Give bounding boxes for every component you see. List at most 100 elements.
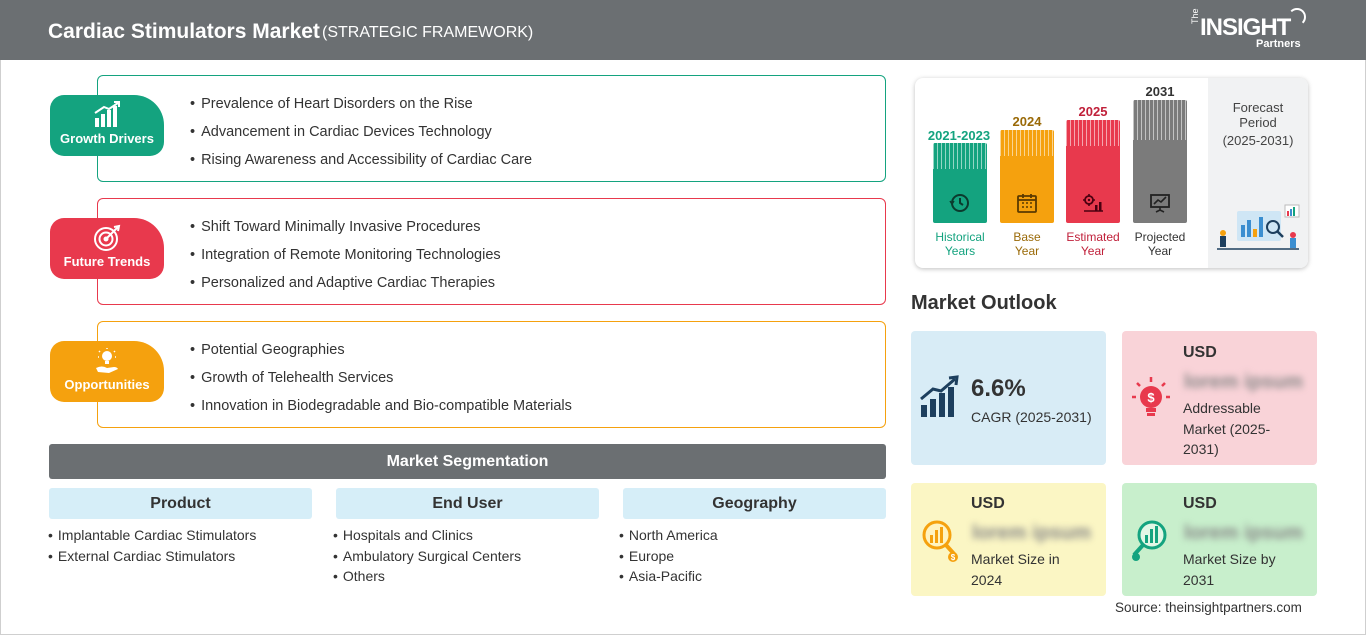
badge-label: Future Trends (63, 254, 151, 269)
historical-bar (933, 143, 987, 223)
svg-text:$: $ (1147, 390, 1155, 405)
forecast-title: Forecast Period (1232, 100, 1284, 130)
bar-caption-line: Historical (935, 230, 985, 244)
growth-drivers-badge: Growth Drivers (50, 95, 164, 156)
bar-stripes (1000, 130, 1054, 156)
segment-list: Implantable Cardiac Stimulators External… (48, 525, 312, 566)
addressable-value: lorem ipsum (1184, 371, 1303, 393)
segment-heading: Geography (623, 488, 886, 519)
badge-label: Growth Drivers (60, 131, 154, 146)
market-size-2024-card: $ USD lorem ipsum Market Size in 2024 (911, 483, 1106, 596)
base-bar (1000, 130, 1054, 223)
list-item: External Cardiac Stimulators (48, 546, 312, 567)
svg-text:$: $ (951, 553, 956, 562)
bar-caption: Projected Year (1125, 230, 1195, 258)
bar-caption-line: Base (1013, 230, 1041, 244)
segmentation-title: Market Segmentation (49, 444, 886, 479)
presentation-board-icon (1150, 194, 1170, 213)
list-item: Potential Geographies (190, 340, 572, 368)
logo-main-text: INSIGHT (1200, 14, 1291, 41)
list-item: Implantable Cardiac Stimulators (48, 525, 312, 546)
insight-partners-logo: The INSIGHT Partners (1190, 8, 1310, 54)
growth-drivers-box: Prevalence of Heart Disorders on the Ris… (97, 75, 886, 182)
dollar-bulb-icon: $ (1132, 377, 1170, 416)
timeline-card: Forecast Period (2025-2031) 2021-2023 Hi… (915, 78, 1308, 268)
size-2031-label: Market Size by 2031 (1183, 551, 1276, 588)
opportunities-box: Potential Geographies Growth of Teleheal… (97, 321, 886, 428)
segment-heading: End User (336, 488, 599, 519)
logo-the-text: The (1190, 8, 1200, 24)
page-title: Cardiac Stimulators Market (48, 20, 320, 43)
growth-chart-icon (920, 375, 959, 417)
future-trends-badge: Future Trends (50, 218, 164, 279)
history-clock-icon (949, 194, 969, 212)
size-2024-usd: USD (971, 495, 1005, 512)
bar-caption-line: Year (1014, 244, 1040, 258)
bar-caption-line: Year (1080, 244, 1106, 258)
list-item: Asia-Pacific (619, 566, 886, 587)
gears-chart-icon (1083, 194, 1103, 212)
segment-product: Product Implantable Cardiac Stimulators … (49, 488, 312, 566)
list-item: Personalized and Adaptive Cardiac Therap… (190, 273, 501, 301)
analytics-people-icon (1217, 204, 1300, 250)
bar-stripes (933, 143, 987, 169)
magnifier-chart-icon (1132, 520, 1167, 561)
cagr-label: CAGR (2025-2031) (971, 409, 1092, 425)
bar-caption-line: Year (1147, 244, 1173, 258)
bar-stripes (1066, 120, 1120, 146)
segment-list: Hospitals and Clinics Ambulatory Surgica… (333, 525, 599, 587)
bar-caption-line: Estimated (1066, 230, 1120, 244)
addressable-market-card: $ USD lorem ipsum Addressable Market (20… (1122, 331, 1317, 465)
size-2024-value: lorem ipsum (972, 522, 1091, 544)
magnifier-dollar-icon: $ (922, 520, 958, 562)
growth-drivers-list: Prevalence of Heart Disorders on the Ris… (190, 94, 532, 178)
page-subtitle: (STRATEGIC FRAMEWORK) (322, 24, 534, 41)
list-item: Rising Awareness and Accessibility of Ca… (190, 150, 532, 178)
list-item: Hospitals and Clinics (333, 525, 599, 546)
bar-caption-line: Years (944, 244, 976, 258)
list-item: Ambulatory Surgical Centers (333, 546, 599, 567)
future-trends-box: Shift Toward Minimally Invasive Procedur… (97, 198, 886, 305)
bar-caption: Base Year (992, 230, 1062, 258)
forecast-range: (2025-2031) (1222, 133, 1294, 148)
segment-geography: Geography North America Europe Asia-Paci… (623, 488, 886, 587)
cagr-value: 6.6% (971, 375, 1026, 402)
target-icon (94, 224, 121, 251)
list-item: Integration of Remote Monitoring Technol… (190, 245, 501, 273)
bar-caption: Historical Years (925, 230, 995, 258)
segment-heading: Product (49, 488, 312, 519)
bar-year-label: 2031 (1145, 84, 1175, 99)
header-bar: Cardiac Stimulators Market (STRATEGIC FR… (0, 0, 1366, 60)
bar-year-label: 2024 (1012, 114, 1042, 129)
bar-chart-growth-icon (94, 101, 120, 127)
lightbulb-hand-icon (96, 348, 118, 373)
bar-caption: Estimated Year (1058, 230, 1128, 258)
size-2024-label: Market Size in 2024 (971, 551, 1060, 588)
list-item: Europe (619, 546, 886, 567)
segment-end-user: End User Hospitals and Clinics Ambulator… (336, 488, 599, 587)
addressable-label: Addressable Market (2025-2031) (1183, 400, 1271, 457)
projected-bar (1133, 100, 1187, 223)
list-item: Prevalence of Heart Disorders on the Ris… (190, 94, 532, 122)
calendar-icon (1017, 194, 1037, 213)
logo-partners-text: Partners (1256, 38, 1301, 50)
addressable-usd: USD (1183, 344, 1217, 361)
opportunities-badge: Opportunities (50, 341, 164, 402)
list-item: Shift Toward Minimally Invasive Procedur… (190, 217, 501, 245)
segment-list: North America Europe Asia-Pacific (619, 525, 886, 587)
cagr-card: 6.6% CAGR (2025-2031) (911, 331, 1106, 465)
bar-year-label: 2021-2023 (927, 128, 991, 143)
size-2031-usd: USD (1183, 495, 1217, 512)
market-outlook-title: Market Outlook (911, 292, 1057, 314)
list-item: Growth of Telehealth Services (190, 368, 572, 396)
badge-label: Opportunities (64, 377, 150, 392)
bar-year-label: 2025 (1078, 104, 1108, 119)
source-note: Source: theinsightpartners.com (1115, 600, 1302, 615)
future-trends-list: Shift Toward Minimally Invasive Procedur… (190, 217, 501, 301)
estimated-bar (1066, 120, 1120, 223)
bar-stripes (1133, 100, 1187, 140)
bar-caption-line: Projected (1134, 230, 1186, 244)
logo-arc-icon (1288, 8, 1306, 26)
opportunities-list: Potential Geographies Growth of Teleheal… (190, 340, 572, 424)
list-item: Innovation in Biodegradable and Bio-comp… (190, 396, 572, 424)
